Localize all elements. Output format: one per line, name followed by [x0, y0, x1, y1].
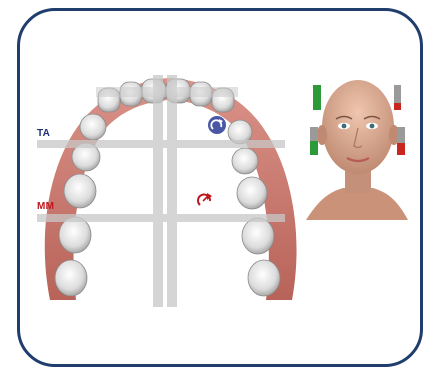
- level-indicator-left-upper: [313, 85, 321, 110]
- rotate-arrow-icon[interactable]: [198, 193, 212, 205]
- level-indicator-right-lower: [397, 127, 405, 155]
- rotate-arrow-icon[interactable]: [208, 116, 226, 134]
- mm-label: MM: [37, 201, 54, 212]
- face-portrait: [306, 80, 408, 220]
- level-indicator-left-lower: [310, 127, 318, 155]
- ta-label: TA: [37, 128, 50, 139]
- level-indicator-right-upper: [394, 85, 401, 110]
